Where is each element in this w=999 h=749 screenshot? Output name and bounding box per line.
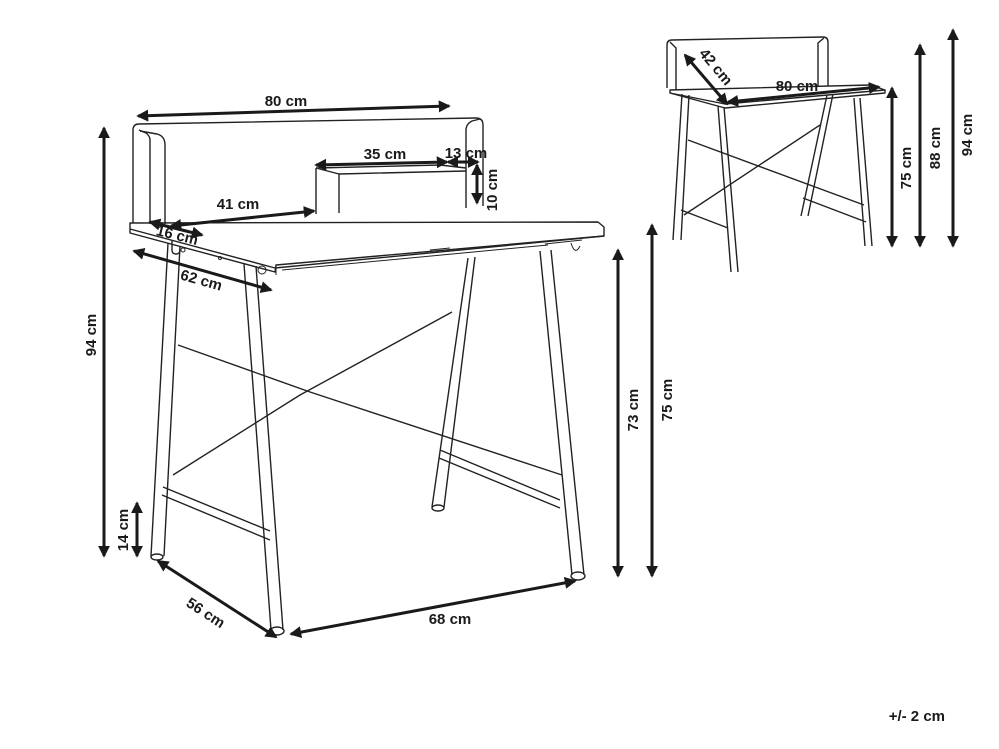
label-shelf-13: 13 cm	[445, 145, 488, 162]
label-height-14: 14 cm	[115, 509, 132, 552]
tolerance-note: +/- 2 cm	[889, 708, 945, 725]
label-inset-width-80: 80 cm	[776, 78, 819, 95]
dim-line-base-56	[156, 559, 278, 639]
dim-line-offset-41	[169, 206, 316, 231]
label-height-94: 94 cm	[83, 314, 100, 357]
label-inset-depth-42: 42 cm	[695, 45, 735, 89]
label-width-80: 80 cm	[265, 93, 308, 110]
label-height-75: 75 cm	[659, 379, 676, 422]
dim-line-width-80	[136, 100, 451, 122]
dim-line-inset-width-80	[726, 82, 881, 107]
dim-line-inset-depth-42	[683, 53, 729, 106]
label-height-73: 73 cm	[625, 389, 642, 432]
label-shelf-35: 35 cm	[364, 146, 407, 163]
inset-dimension-lines	[683, 28, 959, 248]
inset-dimension-labels: 42 cm 80 cm 75 cm 88 cm 94 cm	[695, 45, 976, 189]
label-offset-41: 41 cm	[217, 196, 260, 213]
label-base-68: 68 cm	[429, 611, 472, 628]
dim-line-edge-16	[148, 218, 204, 239]
main-dimension-lines	[98, 100, 658, 639]
label-depth-62: 62 cm	[178, 267, 224, 295]
dim-line-depth-62	[132, 248, 273, 293]
main-dimension-labels: 80 cm 35 cm 13 cm 10 cm 41 cm 16 cm 62 c…	[83, 93, 676, 632]
label-shelf-10: 10 cm	[484, 169, 501, 212]
dim-line-shelf-35	[314, 156, 449, 171]
main-desk-drawing	[129, 117, 605, 636]
label-inset-height-94: 94 cm	[959, 114, 976, 157]
label-inset-height-75: 75 cm	[898, 147, 915, 190]
label-inset-height-88: 88 cm	[927, 127, 944, 170]
dim-line-base-68	[289, 576, 577, 639]
